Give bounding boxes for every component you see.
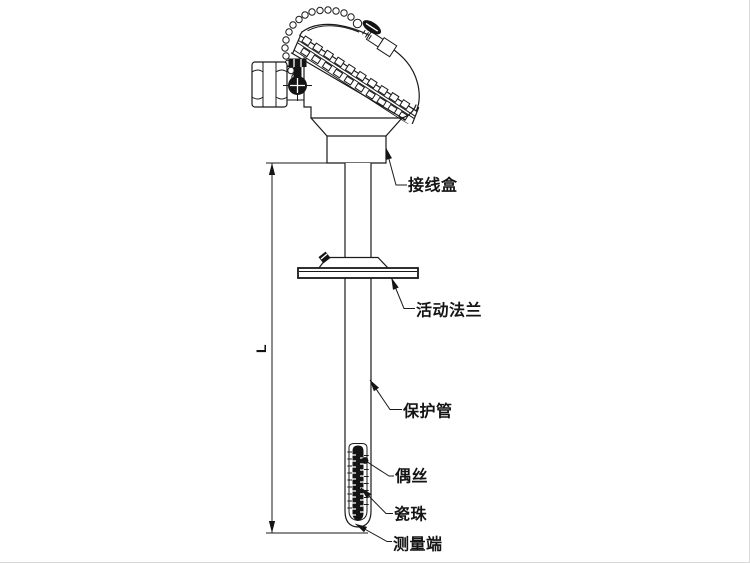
cap-crown <box>298 23 420 112</box>
label-measuring-end: 测量端 <box>393 535 443 554</box>
flange-set-screw <box>318 251 331 264</box>
label-thermocouple-wire: 偶丝 <box>395 467 428 486</box>
neck-nipple <box>326 135 387 164</box>
flange-plate <box>297 267 419 279</box>
label-ceramic-bead: 瓷珠 <box>394 505 428 524</box>
screw-cover-cap <box>291 20 420 124</box>
hex-gland <box>251 61 288 108</box>
leader-wire <box>364 460 394 477</box>
insulator-liner <box>348 443 368 522</box>
clamp-screw <box>283 58 312 101</box>
head-neck <box>310 117 403 164</box>
label-junction-box: 接线盒 <box>408 176 458 195</box>
leader-ceramic-bead <box>360 487 393 514</box>
knurl-teeth-row-1 <box>301 35 411 110</box>
label-flange: 活动法兰 <box>416 301 482 320</box>
leader-measuring-end <box>355 523 392 542</box>
leader-protection-tube <box>369 379 402 410</box>
flange-hub <box>317 256 390 270</box>
leader-junction-box <box>385 147 407 186</box>
chain-ring <box>352 18 363 29</box>
cap-anchor-block <box>376 36 398 58</box>
head-body <box>251 52 417 121</box>
leader-flange <box>391 277 415 309</box>
dimension-label-L: L <box>253 344 269 353</box>
callouts: 接线盒 活动法兰 保护管 偶丝 瓷珠 测量端 <box>355 147 482 554</box>
movable-flange <box>297 251 419 279</box>
knurl-teeth-row-2 <box>299 47 409 122</box>
junction-box-head <box>251 6 420 164</box>
cap-chain <box>281 6 363 87</box>
dimension-L: L <box>253 162 368 534</box>
label-protection-tube: 保护管 <box>402 402 453 421</box>
